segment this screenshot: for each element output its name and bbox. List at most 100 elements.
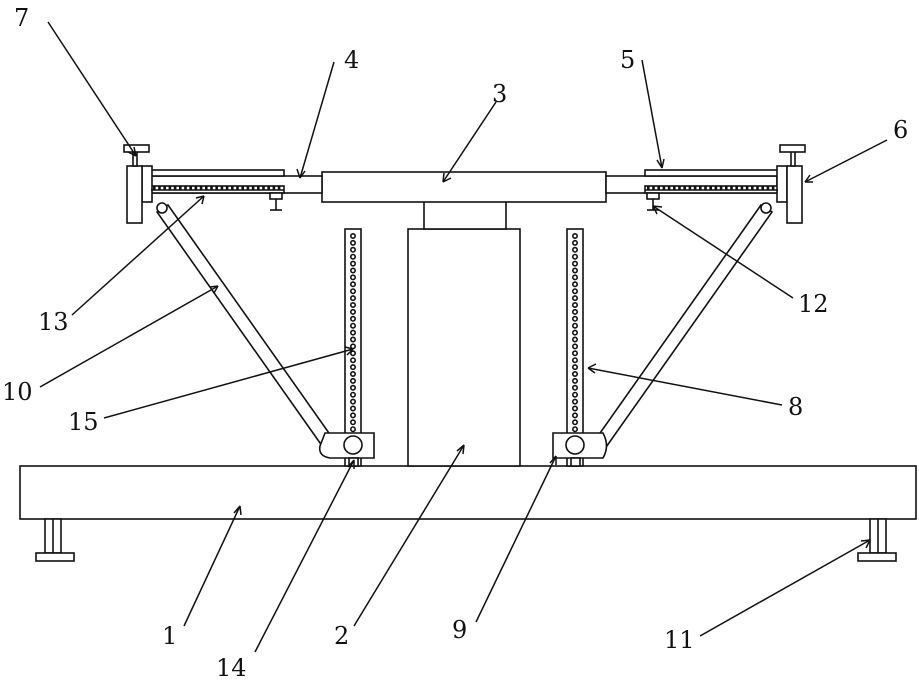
left-strut	[157, 203, 336, 451]
rack-hole	[351, 358, 355, 362]
right-slide-block	[553, 433, 607, 466]
rack-hole	[573, 241, 577, 245]
rack-hole	[573, 282, 577, 286]
gear-tooth	[179, 186, 182, 190]
rack-hole	[351, 275, 355, 279]
gear-tooth	[221, 186, 224, 190]
rack-hole	[573, 365, 577, 369]
rack-hole	[573, 317, 577, 321]
rack-hole	[351, 379, 355, 383]
gear-tooth	[657, 186, 660, 190]
gear-tooth	[169, 186, 172, 190]
rack-hole	[573, 296, 577, 300]
rack-hole	[351, 261, 355, 265]
rack-hole	[573, 358, 577, 362]
gear-tooth	[730, 186, 733, 190]
rack-hole	[573, 248, 577, 252]
gear-tooth	[174, 186, 177, 190]
label-9: 9	[452, 616, 467, 644]
gear-tooth	[158, 186, 161, 190]
label-7: 7	[14, 4, 29, 32]
gear-tooth	[725, 186, 728, 190]
label-12: 12	[798, 290, 829, 318]
gear-tooth	[772, 186, 775, 190]
label-1: 1	[162, 622, 177, 650]
gear-tooth	[735, 186, 738, 190]
gear-tooth	[252, 186, 255, 190]
gear-tooth	[241, 186, 244, 190]
rack-hole	[573, 268, 577, 272]
rack-hole	[573, 420, 577, 424]
gear-tooth	[756, 186, 759, 190]
label-6: 6	[893, 116, 908, 144]
rack-hole	[573, 275, 577, 279]
gear-tooth	[267, 186, 270, 190]
left-arm	[124, 145, 322, 223]
rack-hole	[351, 330, 355, 334]
gear-tooth	[278, 186, 281, 190]
rack-hole	[351, 420, 355, 424]
gear-tooth	[195, 186, 198, 190]
gear-tooth	[163, 186, 166, 190]
gear-tooth	[153, 186, 156, 190]
gear-tooth	[247, 186, 250, 190]
gear-tooth	[226, 186, 229, 190]
rack-hole	[351, 289, 355, 293]
rack-hole	[573, 344, 577, 348]
rack-hole	[351, 241, 355, 245]
column-neck	[424, 201, 506, 229]
label-5: 5	[620, 46, 635, 74]
gear-tooth	[746, 186, 749, 190]
gear-tooth	[184, 186, 187, 190]
rack-hole	[351, 337, 355, 341]
gear-tooth	[699, 186, 702, 190]
gear-tooth	[652, 186, 655, 190]
rack-hole	[573, 413, 577, 417]
gear-tooth	[715, 186, 718, 190]
right-strut	[593, 203, 772, 451]
gear-tooth	[683, 186, 686, 190]
gear-tooth	[709, 186, 712, 190]
left-teeth	[151, 186, 284, 190]
label-2: 2	[334, 622, 349, 650]
rack-hole	[351, 393, 355, 397]
rack-hole	[573, 379, 577, 383]
rack-hole	[351, 399, 355, 403]
right-teeth	[645, 186, 778, 190]
gear-tooth	[673, 186, 676, 190]
right-rack	[567, 229, 583, 466]
rack-hole	[351, 324, 355, 328]
rack-hole	[573, 406, 577, 410]
top-platform	[322, 172, 606, 202]
gear-tooth	[751, 186, 754, 190]
gear-tooth	[668, 186, 671, 190]
gear-tooth	[704, 186, 707, 190]
rack-hole	[573, 330, 577, 334]
rack-hole	[351, 365, 355, 369]
rack-hole	[573, 289, 577, 293]
gear-tooth	[236, 186, 239, 190]
gear-tooth	[663, 186, 666, 190]
gear-tooth	[761, 186, 764, 190]
gear-tooth	[694, 186, 697, 190]
rack-hole	[351, 234, 355, 238]
rack-hole	[351, 372, 355, 376]
foot-left	[36, 519, 74, 561]
base-frame	[20, 466, 916, 519]
label-8: 8	[788, 393, 803, 421]
gear-tooth	[647, 186, 650, 190]
rack-hole	[573, 372, 577, 376]
label-13: 13	[38, 308, 69, 336]
label-11: 11	[664, 626, 695, 654]
gear-tooth	[720, 186, 723, 190]
rack-hole	[573, 324, 577, 328]
rack-hole	[351, 406, 355, 410]
rack-hole	[351, 317, 355, 321]
rack-hole	[351, 248, 355, 252]
rack-hole	[351, 386, 355, 390]
rack-hole	[351, 296, 355, 300]
rack-hole	[351, 255, 355, 259]
gear-tooth	[189, 186, 192, 190]
label-10: 10	[2, 378, 33, 406]
